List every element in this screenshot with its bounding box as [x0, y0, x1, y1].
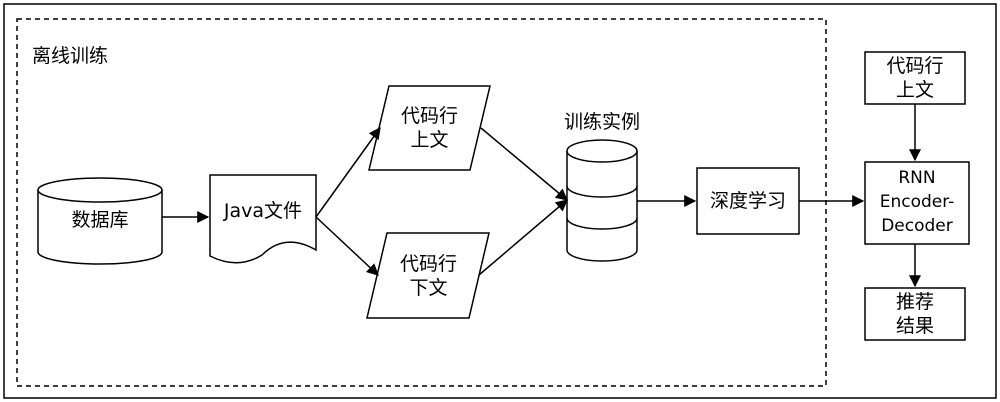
result-label: 推荐 结果 — [895, 291, 934, 337]
context-above-label: 代码行 上文 — [400, 105, 458, 151]
java-file-document — [209, 174, 317, 264]
training-instances-label: 训练实例 — [563, 111, 640, 133]
training-instances-cylinder — [566, 139, 638, 262]
context-above-parallelogram — [368, 85, 491, 171]
model-label: RNN Encoder- Decoder — [879, 168, 955, 236]
arrow-java-to-context-above — [315, 127, 381, 218]
deep-learning-label: 深度学习 — [709, 190, 786, 212]
arrow-java-to-context-below — [315, 216, 379, 276]
database-label: 数据库 — [71, 209, 129, 231]
input-context-label: 代码行 上文 — [886, 55, 944, 101]
context-below-label: 代码行 下文 — [399, 253, 457, 299]
context-below-parallelogram — [366, 232, 490, 319]
input-context-box — [864, 51, 966, 105]
offline-training-label: 离线训练 — [32, 45, 109, 67]
arrow-context-below-to-instances — [478, 199, 568, 276]
result-box — [864, 287, 966, 341]
outer-frame — [3, 3, 997, 399]
model-box — [864, 161, 970, 245]
database-cylinder — [37, 177, 163, 265]
offline-training-region — [16, 18, 827, 387]
deep-learning-box — [696, 167, 800, 235]
java-file-label: Java文件 — [223, 200, 303, 222]
arrow-context-above-to-instances — [480, 127, 568, 201]
